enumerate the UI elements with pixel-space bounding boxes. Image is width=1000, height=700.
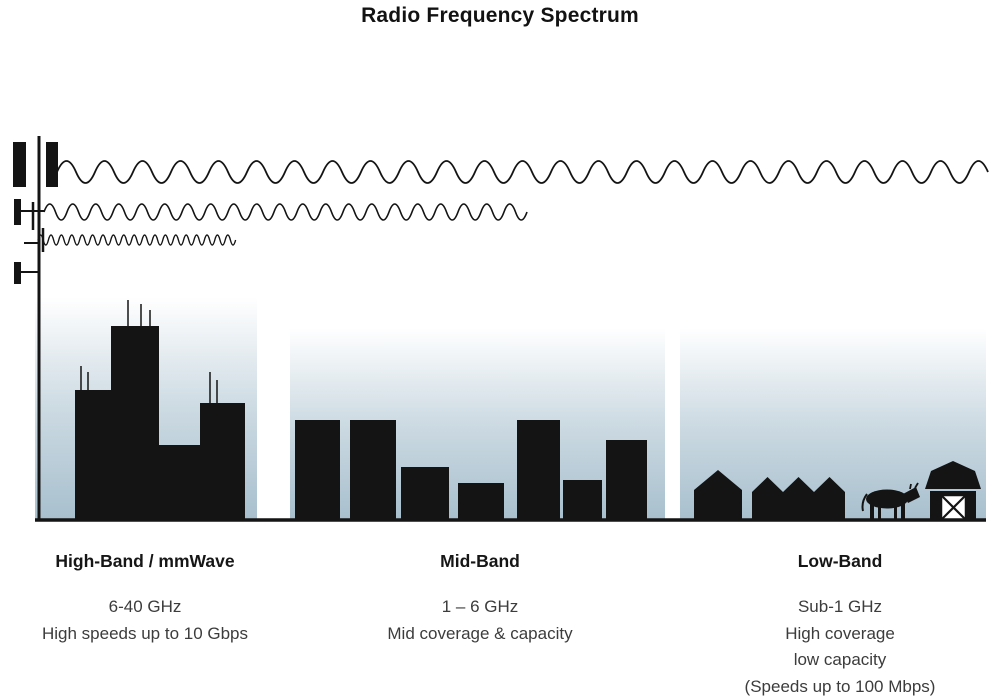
band-name-highband: High-Band / mmWave (55, 551, 235, 571)
lowband-scene-icon (694, 461, 981, 522)
wave-medium-icon (43, 203, 528, 221)
diagram-title: Radio Frequency Spectrum (361, 4, 639, 27)
band-label-highband: High-Band / mmWave 6-40 GHz High speeds … (10, 550, 280, 647)
cell-tower-icon (13, 136, 58, 520)
highband-skyline-icon (75, 300, 245, 520)
band-desc-lowband-1: High coverage (785, 623, 895, 643)
band-label-midband: Mid-Band 1 – 6 GHz Mid coverage & capaci… (330, 550, 630, 647)
midband-skyline-icon (295, 420, 647, 520)
band-desc-midband: Mid coverage & capacity (387, 623, 573, 643)
band-freq-midband: 1 – 6 GHz (441, 597, 519, 616)
house-icon (783, 477, 814, 520)
band-desc-highband: High speeds up to 10 Gbps (41, 623, 249, 643)
wave-short-icon (37, 234, 237, 246)
barn-icon (925, 461, 981, 522)
house-icon (694, 470, 742, 520)
band-freq-lowband: Sub-1 GHz (797, 597, 883, 616)
band-name-midband: Mid-Band (440, 551, 520, 571)
house-icon (814, 477, 845, 520)
band-desc-lowband-2: low capacity (793, 650, 887, 669)
band-label-lowband: Low-Band Sub-1 GHz High coverage low cap… (695, 550, 985, 700)
band-name-lowband: Low-Band (797, 551, 883, 571)
band-freq-highband: 6-40 GHz (108, 597, 182, 616)
band-desc-lowband-3: (Speeds up to 100 Mbps) (744, 676, 936, 696)
cow-icon (861, 482, 920, 520)
house-icon (752, 477, 783, 520)
wave-long-icon (56, 160, 989, 184)
